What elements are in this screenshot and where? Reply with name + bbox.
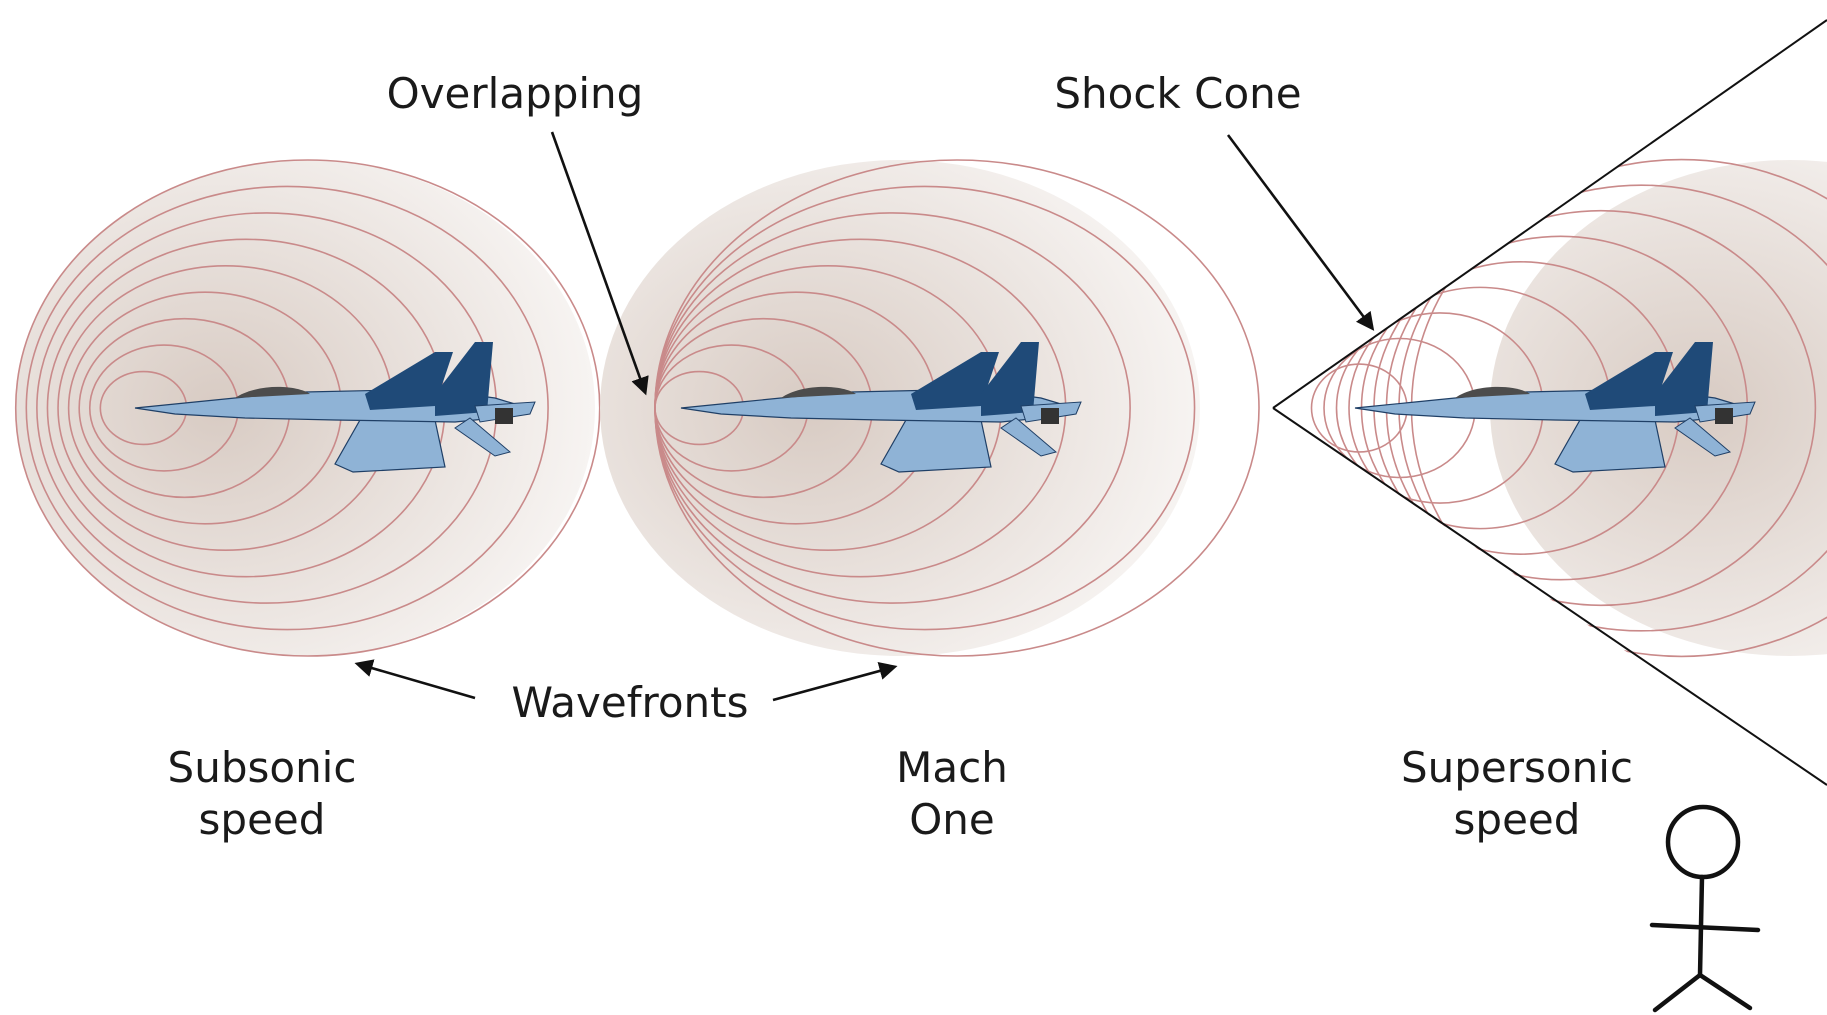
stick-figure-icon <box>1649 804 1761 1013</box>
supersonic-label-line2: speed <box>1454 795 1581 844</box>
subsonic-label-line2: speed <box>199 795 326 844</box>
shock-cone-arrow <box>1226 134 1375 331</box>
supersonic-label-line1: Supersonic <box>1401 743 1633 792</box>
wavefront-arrow-right <box>772 662 898 702</box>
subsonic-wavefront <box>14 159 601 657</box>
mach-one-wavefront <box>654 159 1260 657</box>
overlapping-label: Overlapping <box>387 69 644 118</box>
subsonic-label-line1: Subsonic <box>168 743 357 792</box>
wavefronts-label: Wavefronts <box>511 678 748 727</box>
mach-one-label-line1: Mach <box>896 743 1008 792</box>
subsonic-wavefront <box>25 185 549 631</box>
shock-cone-label: Shock Cone <box>1054 69 1301 118</box>
wavefront-arrow-left <box>354 659 476 700</box>
shock-cone-lines <box>1272 19 1827 786</box>
overlapping-arrow <box>550 131 649 396</box>
mach-one-label-line2: One <box>909 795 995 844</box>
